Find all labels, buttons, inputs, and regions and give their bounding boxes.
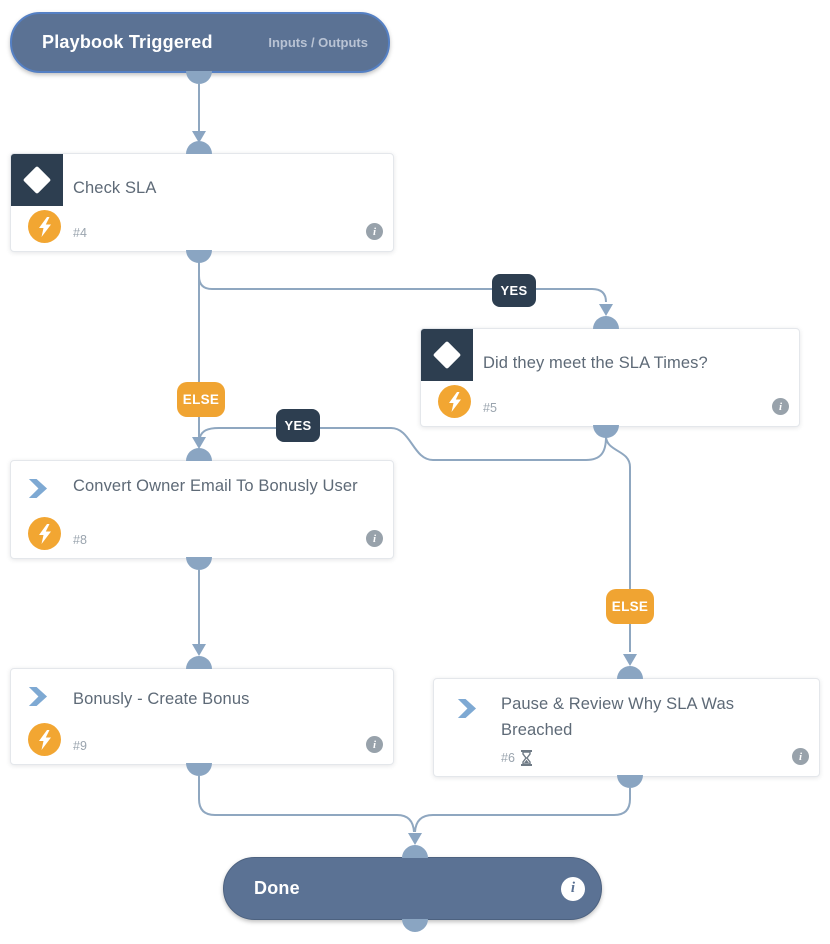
- info-icon[interactable]: i: [792, 748, 809, 765]
- lightning-icon: [28, 723, 61, 756]
- edge-label-else: ELSE: [606, 589, 654, 624]
- chevron-right-icon: [457, 698, 477, 719]
- info-icon[interactable]: i: [366, 736, 383, 753]
- edge-slatimes-yes-to-convert: [199, 427, 607, 461]
- task-title: Check SLA: [73, 179, 157, 197]
- arrowhead: [192, 437, 206, 449]
- playbook-trigger-node[interactable]: Playbook Triggered Inputs / Outputs: [10, 12, 390, 73]
- task-number: #9: [73, 739, 87, 753]
- edge-checksla-yes-right: [198, 275, 607, 303]
- chevron-right-icon: [28, 686, 48, 707]
- edge-pause-to-done: [414, 788, 631, 833]
- arrowhead: [192, 131, 206, 143]
- arrowhead: [408, 833, 422, 845]
- arrowhead: [623, 654, 637, 666]
- lightning-icon: [28, 210, 61, 243]
- task-card-sla-times[interactable]: Did they meet the SLA Times? #5 i: [420, 328, 800, 427]
- info-icon[interactable]: i: [561, 876, 585, 901]
- lightning-icon: [438, 385, 471, 418]
- task-card-check-sla[interactable]: Check SLA #4 i: [10, 153, 394, 252]
- done-title: Done: [254, 878, 300, 898]
- condition-type-block: [11, 154, 63, 206]
- playbook-done-node[interactable]: Done i: [223, 857, 602, 920]
- chevron-right-icon: [28, 478, 48, 499]
- task-number: #5: [483, 401, 497, 415]
- task-card-bonusly-create-bonus[interactable]: Bonusly - Create Bonus #9 i: [10, 668, 394, 765]
- trigger-title: Playbook Triggered: [42, 32, 213, 52]
- task-card-convert-owner-email[interactable]: Convert Owner Email To Bonusly User #8 i: [10, 460, 394, 559]
- task-card-pause-review[interactable]: Pause & Review Why SLA Was Breached #6 i: [433, 678, 820, 777]
- edge-label-yes: YES: [276, 409, 320, 442]
- arrowhead: [192, 644, 206, 656]
- edge-label-yes: YES: [492, 274, 536, 307]
- connector-node: [402, 919, 428, 932]
- task-title: Convert Owner Email To Bonusly User: [73, 477, 358, 495]
- hourglass-icon: [520, 750, 532, 766]
- info-icon[interactable]: i: [366, 223, 383, 240]
- task-title: Bonusly - Create Bonus: [73, 690, 250, 708]
- info-icon[interactable]: i: [366, 530, 383, 547]
- task-number: #6: [501, 750, 533, 766]
- edge-label-else: ELSE: [177, 382, 225, 417]
- inputs-outputs-link[interactable]: Inputs / Outputs: [268, 35, 368, 50]
- info-icon[interactable]: i: [772, 398, 789, 415]
- task-title: Did they meet the SLA Times?: [483, 354, 708, 372]
- condition-type-block: [421, 329, 473, 381]
- task-number: #4: [73, 226, 87, 240]
- task-title: Pause & Review Why SLA Was Breached: [501, 695, 735, 739]
- arrowhead: [599, 304, 613, 316]
- lightning-icon: [28, 517, 61, 550]
- diamond-icon: [432, 340, 462, 370]
- edge-bonusly-to-done: [198, 776, 415, 833]
- diamond-icon: [22, 165, 52, 195]
- task-number: #8: [73, 533, 87, 547]
